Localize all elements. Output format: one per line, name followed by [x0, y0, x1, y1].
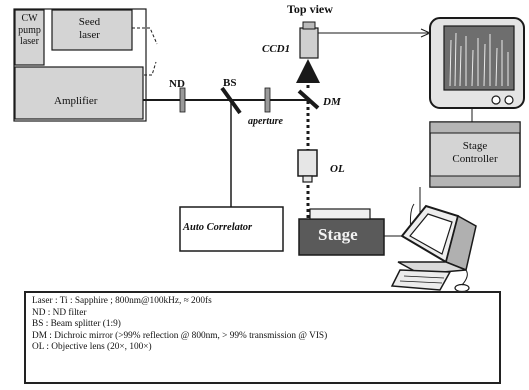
ccd-camera-lens [303, 22, 315, 29]
ccd-camera-body [300, 28, 318, 58]
nd-filter [180, 88, 185, 112]
stage-label: Stage [318, 226, 358, 243]
computer-icon [392, 204, 476, 292]
legend-line-dm: DM : Dichroic mirror (>99% reflection @ … [32, 331, 493, 343]
monitor-knob-left [492, 96, 500, 104]
monitor-screen [444, 26, 514, 90]
objective-lens [298, 150, 317, 176]
dm-label: DM [323, 97, 341, 108]
legend-line-ol: OL : Objective lens (20×, 100×) [32, 342, 493, 354]
monitor-knob-right [505, 96, 513, 104]
aperture-element [265, 88, 270, 112]
amplifier-box [15, 67, 143, 119]
stage-controller-label: Stage Controller [438, 140, 512, 165]
nd-label: ND [169, 79, 185, 90]
seed-laser-label: Seed laser [62, 16, 117, 41]
legend-line-bs: BS : Beam splitter (1:9) [32, 319, 493, 331]
amplifier-label: Amplifier [54, 96, 97, 107]
legend-box: Laser : Ti : Sapphire ; 800nm@100kHz, ≈ … [24, 291, 501, 384]
bs-label: BS [223, 78, 236, 89]
ccd1-label: CCD1 [262, 44, 290, 55]
aperture-label: aperture [248, 117, 283, 127]
cw-pump-laser-label: CW pump laser [16, 13, 43, 48]
legend-line-nd: ND : ND filter [32, 308, 493, 320]
legend-line-laser: Laser : Ti : Sapphire ; 800nm@100kHz, ≈ … [32, 296, 493, 308]
ol-label: OL [330, 164, 345, 175]
auto-correlator-label: Auto Correlator [183, 223, 252, 234]
top-view-label: Top view [287, 3, 333, 15]
